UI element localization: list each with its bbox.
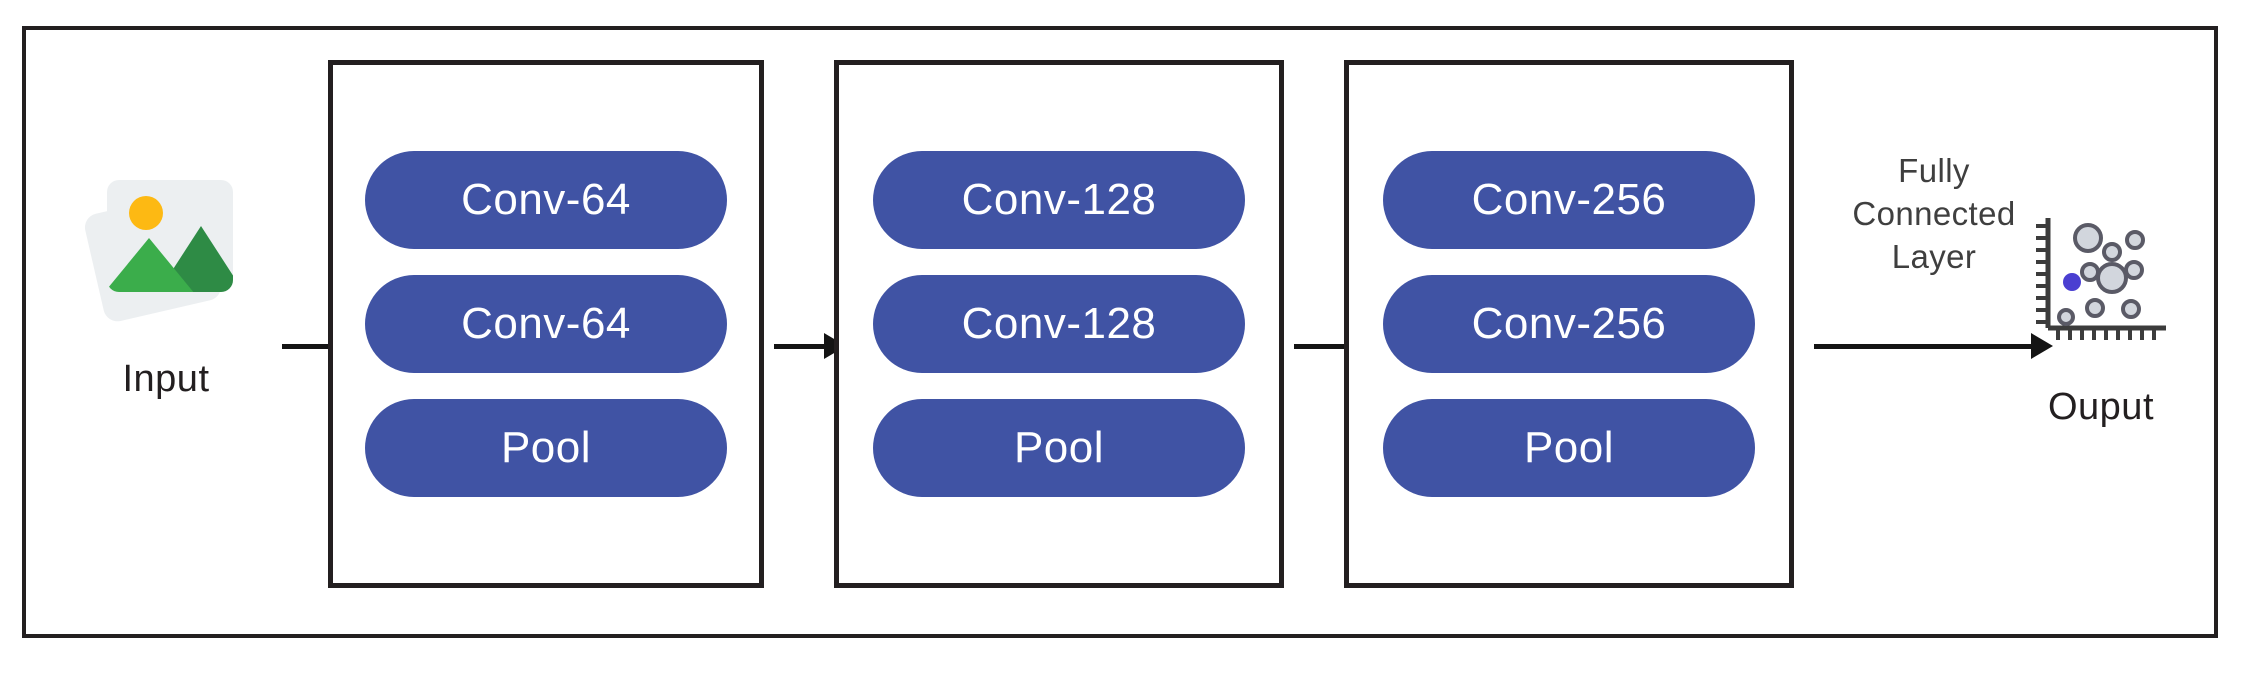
- layer-pill-conv-256-a[interactable]: Conv-256: [1383, 151, 1755, 249]
- arrow-block3-to-output: [1814, 326, 2054, 366]
- image-photo-icon: [82, 172, 241, 325]
- fc-label-line-1: Fully: [1898, 152, 1970, 189]
- fc-label-line-3: Layer: [1891, 237, 1977, 275]
- output-label: Ouput: [2047, 386, 2155, 428]
- fc-label-line-2: Connected: [1852, 194, 2016, 232]
- arrow-shaft: [774, 343, 825, 349]
- layer-pill-pool-1[interactable]: Pool: [365, 399, 727, 497]
- layer-label: Pool: [500, 423, 592, 472]
- scatter-point-highlight: [2063, 273, 2081, 291]
- arrow-shaft: [282, 343, 333, 349]
- layer-pill-conv-128-b[interactable]: Conv-128: [873, 275, 1245, 373]
- conv-block-2: Conv-128 Conv-128 Pool: [834, 60, 1284, 588]
- sun-icon: [129, 196, 163, 230]
- layer-pill-conv-256-b[interactable]: Conv-256: [1383, 275, 1755, 373]
- layer-label: Pool: [1013, 423, 1105, 472]
- arrow-head: [2031, 333, 2053, 359]
- layer-pill-pool-2[interactable]: Pool: [873, 399, 1245, 497]
- layer-pill-conv-64-a[interactable]: Conv-64: [365, 151, 727, 249]
- layer-label: Conv-64: [461, 299, 631, 348]
- arrow-shaft: [1814, 343, 2032, 349]
- arrow-shaft: [1294, 343, 1345, 349]
- input-label: Input: [122, 358, 210, 400]
- input-stage: Input: [56, 160, 276, 540]
- layer-label: Conv-256: [1471, 299, 1667, 348]
- conv-block-1: Conv-64 Conv-64 Pool: [328, 60, 764, 588]
- photo-front-card: [107, 180, 233, 292]
- layer-pill-conv-128-a[interactable]: Conv-128: [873, 151, 1245, 249]
- layer-label: Conv-128: [961, 299, 1157, 348]
- scatter-plot-icon: [2036, 218, 2166, 340]
- layer-label: Conv-128: [961, 175, 1157, 224]
- fully-connected-layer-label: Fully Connected Layer: [1804, 150, 2064, 279]
- diagram-outer-frame: Input Conv-64 Conv-64 Pool Conv-128 Conv…: [22, 26, 2218, 638]
- mountain-light-shape: [107, 238, 195, 292]
- conv-block-3: Conv-256 Conv-256 Pool: [1344, 60, 1794, 588]
- layer-label: Pool: [1523, 423, 1615, 472]
- layer-pill-conv-64-b[interactable]: Conv-64: [365, 275, 727, 373]
- output-stage: Ouput: [1986, 160, 2216, 540]
- layer-label: Conv-256: [1471, 175, 1667, 224]
- layer-pill-pool-3[interactable]: Pool: [1383, 399, 1755, 497]
- layer-label: Conv-64: [461, 175, 631, 224]
